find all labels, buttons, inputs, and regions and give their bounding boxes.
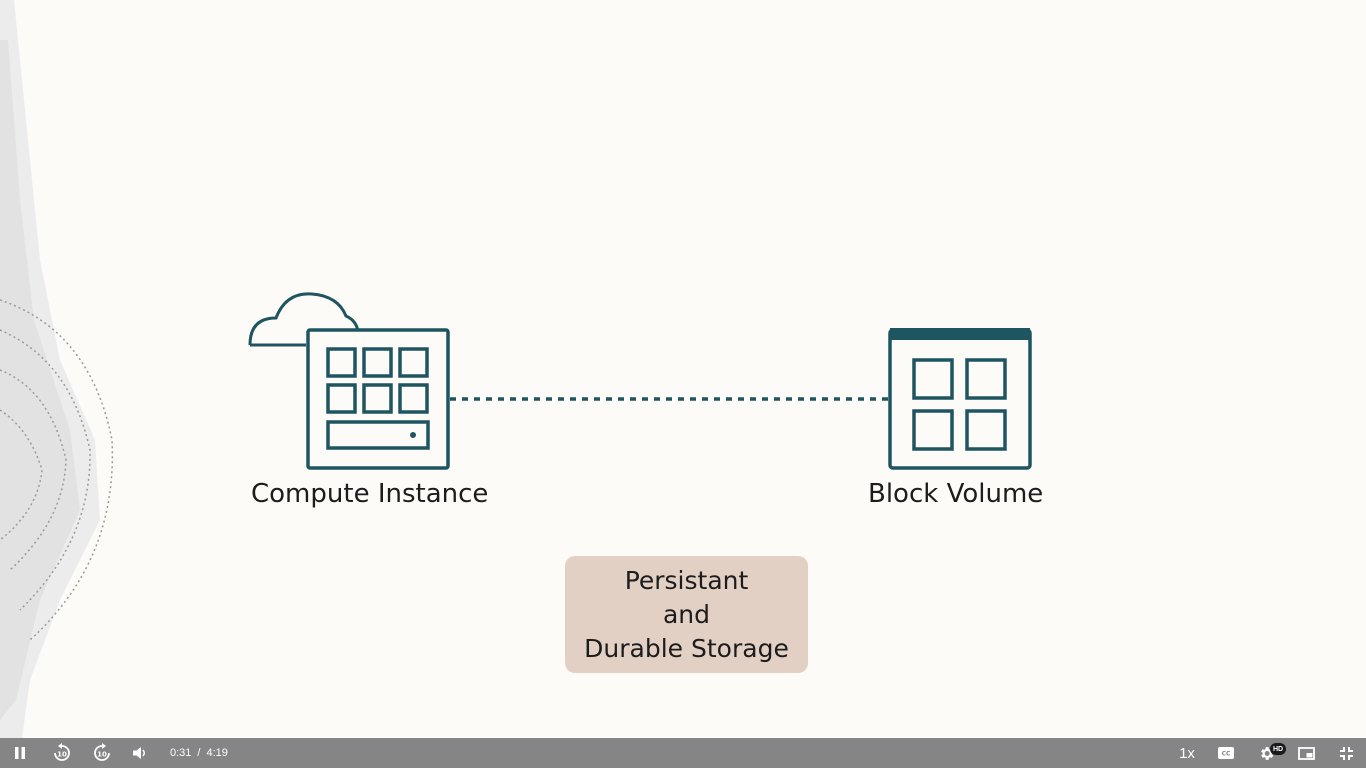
captions-icon: CC	[1218, 747, 1234, 759]
video-control-bar: 10 10 0:31 / 4:19 1x CC	[0, 738, 1366, 768]
video-frame[interactable]: Compute Instance Block Volume Persistant…	[0, 0, 1366, 738]
volume-button[interactable]	[125, 738, 155, 768]
svg-text:10: 10	[97, 751, 107, 759]
decorative-contour-pattern	[0, 0, 114, 738]
svg-text:CC: CC	[1222, 751, 1231, 758]
time-display: 0:31 / 4:19	[170, 738, 228, 768]
duration: 4:19	[206, 747, 228, 759]
storage-line-1: Persistant	[624, 565, 749, 595]
svg-text:10: 10	[57, 751, 67, 759]
playback-speed-button[interactable]: 1x	[1179, 744, 1195, 762]
gear-icon	[1260, 746, 1273, 760]
compute-instance-label: Compute Instance	[251, 479, 489, 509]
hd-badge: HD	[1270, 743, 1286, 755]
time-separator: /	[197, 747, 201, 759]
block-volume-label: Block Volume	[868, 479, 1044, 509]
exit-fullscreen-button[interactable]	[1331, 738, 1361, 768]
storage-line-3: Durable Storage	[584, 633, 789, 663]
settings-button[interactable]	[1251, 738, 1281, 768]
captions-button[interactable]: CC	[1211, 738, 1241, 768]
exit-fullscreen-icon	[1339, 746, 1353, 760]
forward-10-icon: 10	[94, 743, 110, 761]
picture-in-picture-button[interactable]	[1291, 738, 1321, 768]
compute-instance-icon	[306, 328, 450, 470]
storage-line-2: and	[662, 599, 711, 629]
cloud-icon	[248, 292, 360, 347]
picture-in-picture-icon	[1297, 746, 1315, 760]
pause-icon	[15, 747, 25, 759]
diagram-graphics	[248, 292, 1032, 470]
current-time: 0:31	[170, 747, 192, 759]
play-pause-button[interactable]	[5, 738, 35, 768]
volume-icon	[133, 747, 145, 759]
rewind-10-button[interactable]: 10	[47, 738, 77, 768]
rewind-10-icon: 10	[54, 743, 70, 761]
block-volume-icon	[888, 328, 1032, 470]
storage-callout: Persistant and Durable Storage	[565, 556, 808, 673]
forward-10-button[interactable]: 10	[87, 738, 117, 768]
